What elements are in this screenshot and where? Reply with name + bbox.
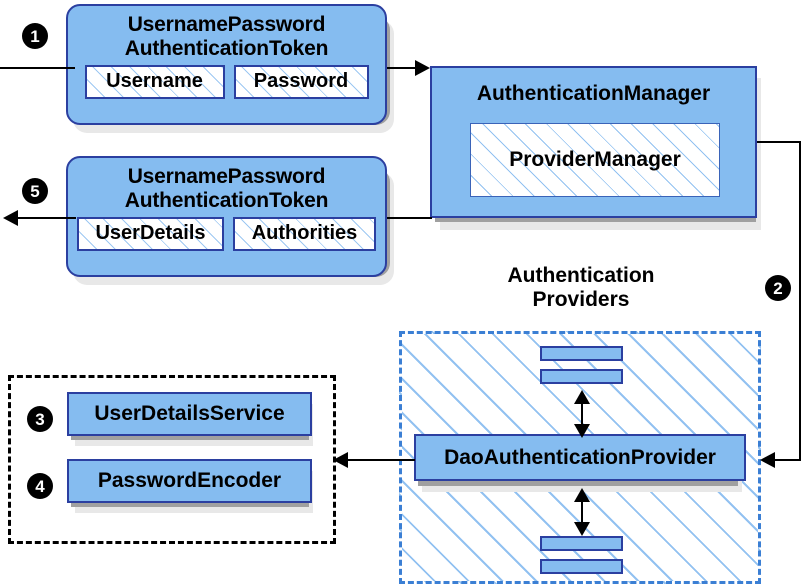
provider-link-top-line bbox=[581, 394, 583, 432]
other-provider-bar-bottom-2[interactable] bbox=[540, 559, 623, 574]
request-token-fields: Username Password bbox=[68, 65, 385, 100]
provider-manager-box[interactable]: ProviderManager bbox=[470, 123, 720, 197]
response-token-title: UsernamePassword AuthenticationToken bbox=[68, 158, 385, 212]
provider-to-dependencies-arrowhead bbox=[333, 452, 348, 468]
response-output-line bbox=[18, 217, 76, 219]
authentication-providers-heading-line2: Providers bbox=[532, 288, 630, 312]
userdetailsservice-box[interactable]: UserDetailsService bbox=[67, 392, 312, 436]
token-to-manager-line bbox=[387, 67, 422, 69]
other-provider-bar-top-1[interactable] bbox=[540, 346, 623, 361]
manager-to-provider-arrowhead bbox=[760, 452, 775, 468]
other-provider-bar-bottom-1[interactable] bbox=[540, 536, 623, 551]
step-badge-3: 3 bbox=[27, 406, 53, 432]
manager-to-response-token-line bbox=[387, 217, 432, 219]
provider-link-bottom-line bbox=[581, 492, 583, 530]
field-password: Password bbox=[233, 65, 369, 100]
request-authentication-token-card[interactable]: UsernamePassword AuthenticationToken Use… bbox=[66, 4, 387, 125]
manager-to-provider-line-vertical bbox=[799, 141, 801, 459]
provider-link-top-arrow-down bbox=[574, 424, 590, 438]
token-to-manager-arrowhead bbox=[415, 60, 430, 76]
field-authorities: Authorities bbox=[233, 217, 376, 252]
manager-to-provider-line-bottom bbox=[775, 459, 801, 461]
step-badge-2: 2 bbox=[765, 275, 791, 301]
authentication-providers-heading: Authentication Providers bbox=[472, 264, 690, 312]
other-provider-bar-top-2[interactable] bbox=[540, 369, 623, 384]
provider-to-dependencies-line bbox=[348, 459, 415, 461]
request-token-title: UsernamePassword AuthenticationToken bbox=[68, 6, 385, 60]
response-token-title-line1: UsernamePassword bbox=[127, 165, 326, 188]
step-badge-4: 4 bbox=[27, 473, 53, 499]
passwordencoder-box[interactable]: PasswordEncoder bbox=[67, 459, 312, 503]
request-token-title-line1: UsernamePassword bbox=[127, 13, 326, 36]
step-badge-5: 5 bbox=[22, 178, 48, 204]
response-token-title-line2: AuthenticationToken bbox=[124, 188, 329, 212]
manager-to-provider-line-top bbox=[757, 141, 801, 143]
provider-link-bottom-arrow-up bbox=[574, 488, 590, 502]
response-authentication-token-card[interactable]: UsernamePassword AuthenticationToken Use… bbox=[66, 156, 387, 277]
incoming-request-line bbox=[0, 67, 75, 69]
authentication-manager-title: AuthenticationManager bbox=[476, 82, 711, 105]
response-token-fields: UserDetails Authorities bbox=[68, 217, 385, 252]
field-userdetails: UserDetails bbox=[77, 217, 224, 252]
step-badge-1: 1 bbox=[22, 23, 48, 49]
authentication-providers-heading-line1: Authentication bbox=[507, 264, 655, 287]
response-output-arrowhead bbox=[3, 210, 18, 226]
provider-link-bottom-arrow-down bbox=[574, 522, 590, 536]
provider-link-top-arrow-up bbox=[574, 390, 590, 404]
dao-authentication-provider-box[interactable]: DaoAuthenticationProvider bbox=[414, 434, 746, 481]
field-username: Username bbox=[84, 65, 225, 100]
authentication-manager-card[interactable]: AuthenticationManager ProviderManager bbox=[430, 66, 757, 218]
request-token-title-line2: AuthenticationToken bbox=[124, 36, 329, 60]
